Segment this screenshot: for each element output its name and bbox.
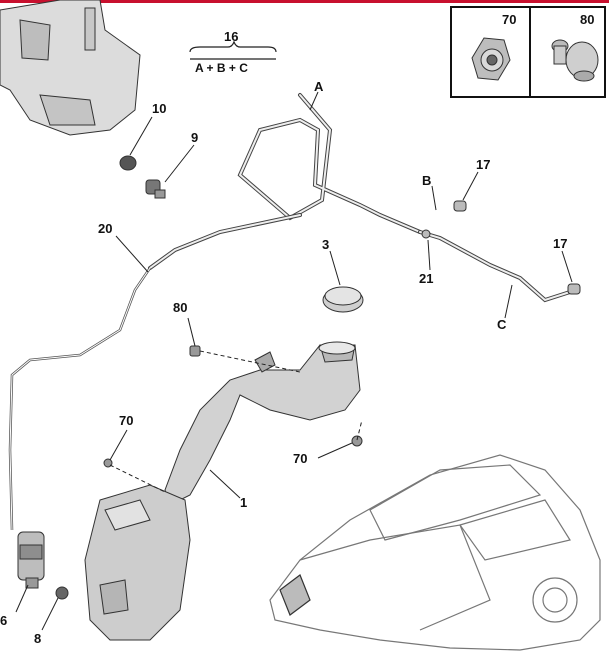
callout-20: 20 <box>98 221 113 236</box>
clip-icon <box>551 39 599 82</box>
header-bar <box>0 0 609 3</box>
callout-1: 1 <box>240 495 248 510</box>
group-formula: A + B + C <box>195 61 248 75</box>
cap-3 <box>322 286 364 313</box>
leader-lines <box>15 91 573 631</box>
hose-a <box>148 93 572 303</box>
callout-10: 10 <box>152 101 167 116</box>
group-number: 16 <box>224 29 239 44</box>
part-10-and-9 <box>119 155 166 199</box>
pump-6 <box>17 531 69 600</box>
nozzle-connectors <box>421 200 581 295</box>
callout-70-right: 70 <box>293 451 308 466</box>
callout-6: 6 <box>0 613 8 628</box>
callout-c: C <box>497 317 507 332</box>
kit-drawings <box>471 37 599 82</box>
vehicle-outline <box>269 454 601 651</box>
callout-17-lower: 17 <box>553 236 568 251</box>
kit-left-ref: 70 <box>502 12 517 27</box>
callout-b: B <box>422 173 432 188</box>
callout-8: 8 <box>34 631 42 646</box>
kit-right-ref: 80 <box>580 12 595 27</box>
callout-70-left: 70 <box>119 413 134 428</box>
callout-a: A <box>314 79 324 94</box>
callout-3: 3 <box>322 237 330 252</box>
kit-box: 70 80 <box>450 6 606 98</box>
reservoir-main <box>84 341 361 641</box>
group-brace <box>189 40 277 60</box>
callout-80: 80 <box>173 300 188 315</box>
reservoir-top-left <box>0 0 141 136</box>
nut-icon <box>471 37 511 81</box>
kit-divider <box>529 8 531 96</box>
callout-21: 21 <box>419 271 434 286</box>
callout-17-upper: 17 <box>476 157 491 172</box>
hose-20 <box>8 267 152 531</box>
callout-9: 9 <box>191 130 199 145</box>
